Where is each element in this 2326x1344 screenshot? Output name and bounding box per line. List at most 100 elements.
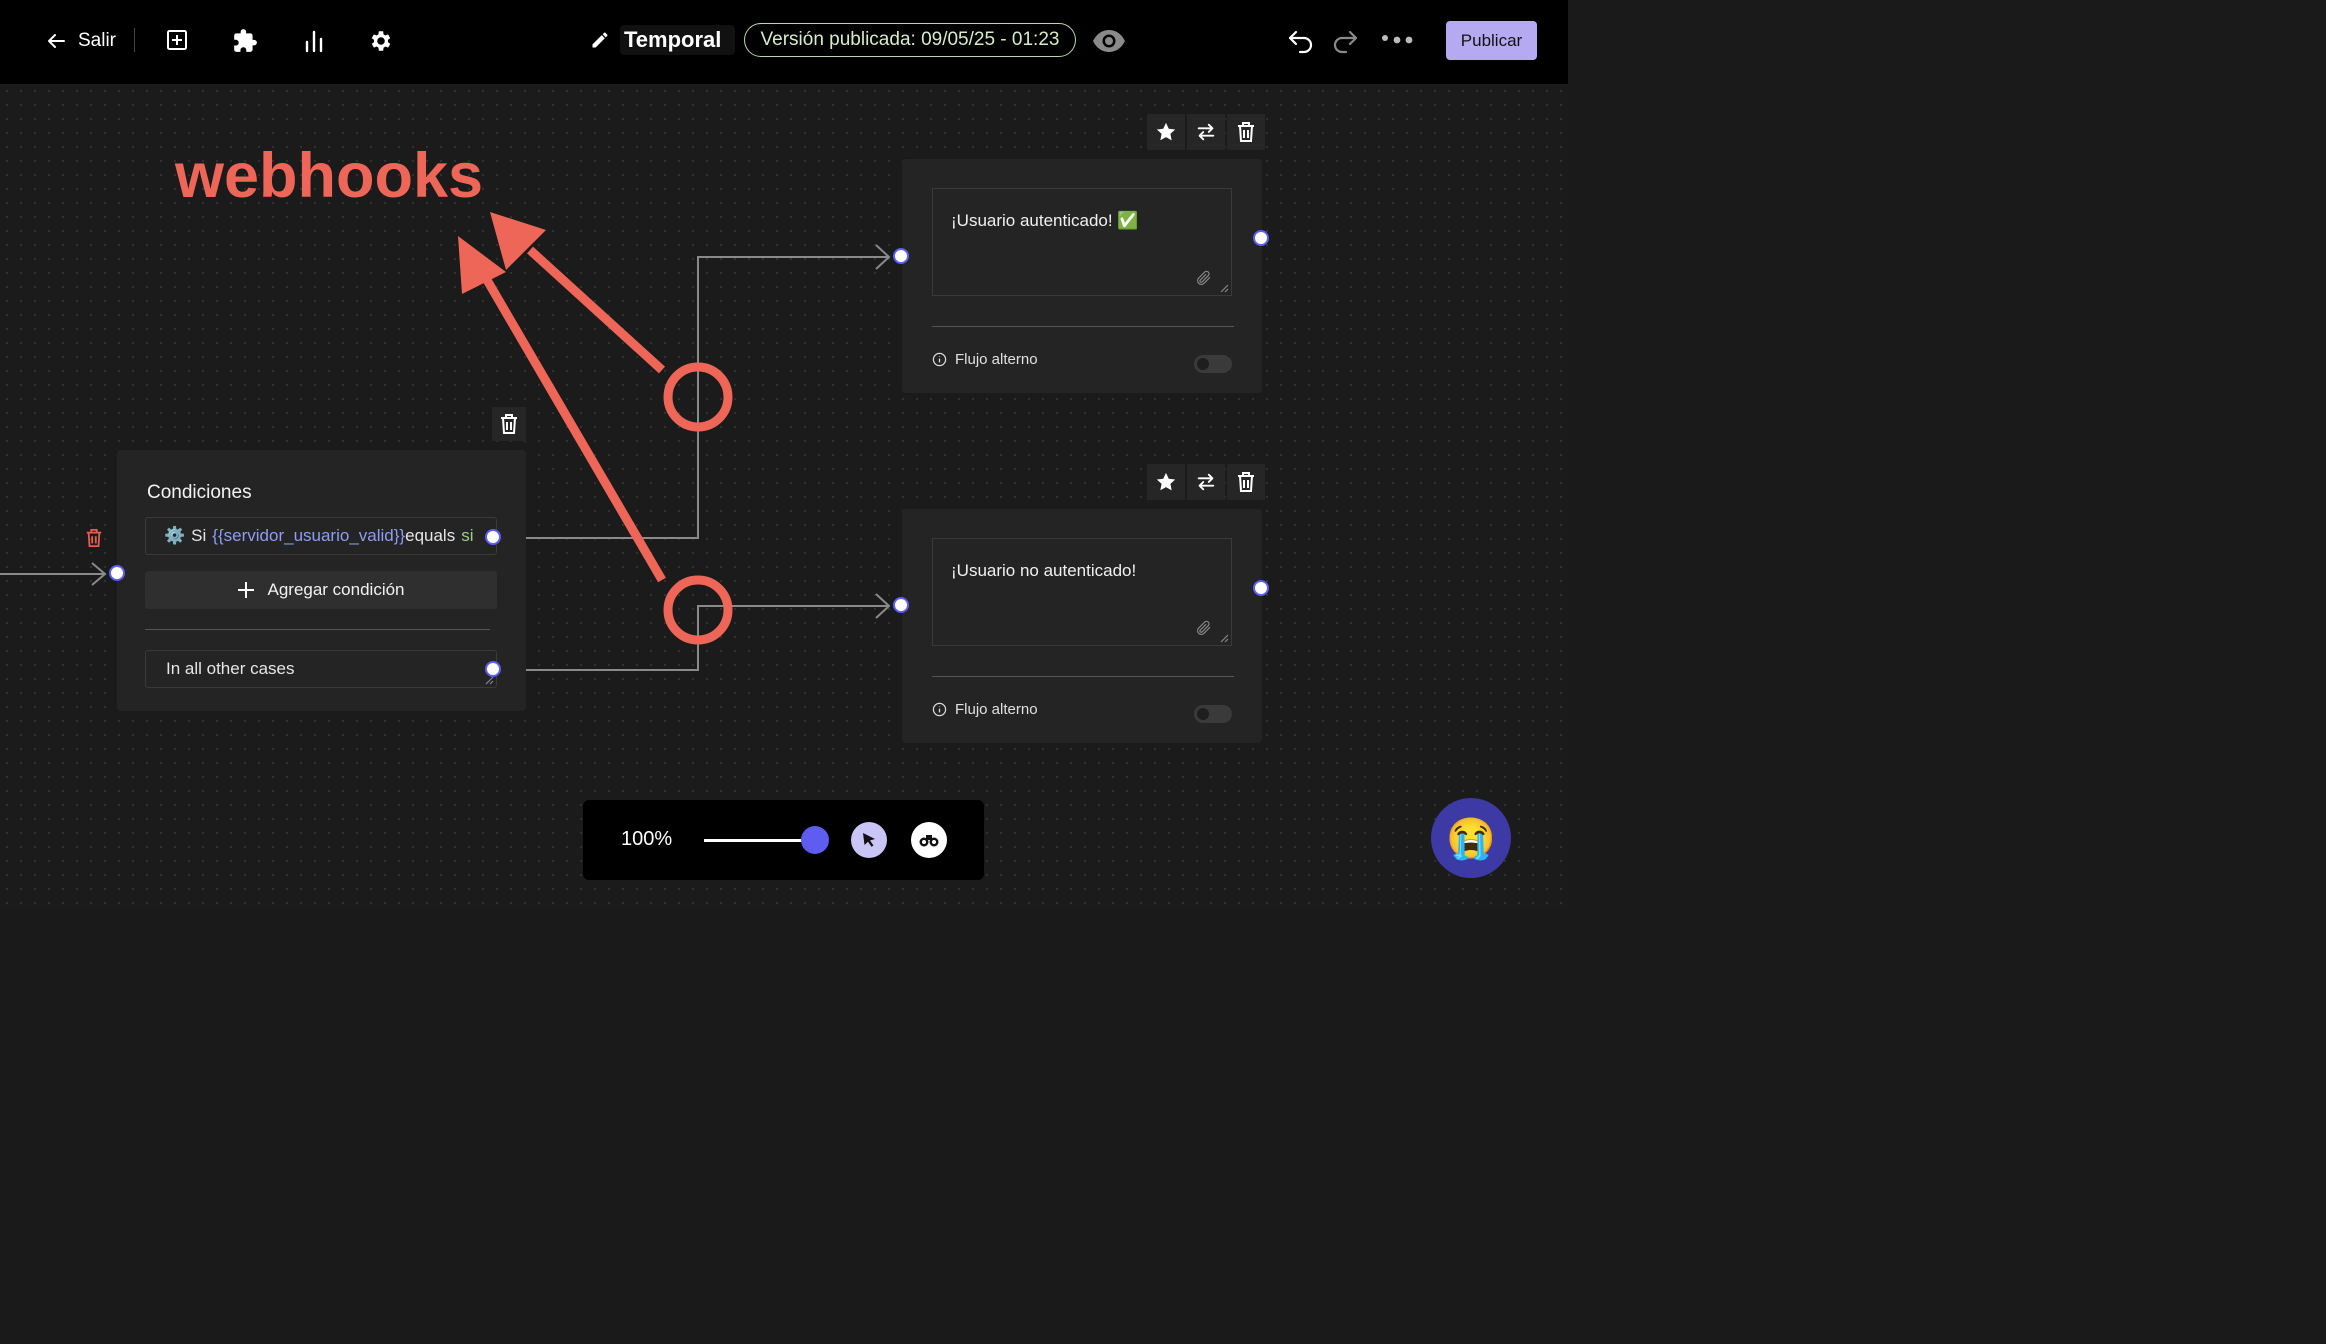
arrowhead-else [875, 593, 891, 619]
resize-handle-icon[interactable] [1219, 283, 1229, 293]
trash-icon [1238, 472, 1254, 492]
puzzle-icon [234, 29, 257, 52]
pencil-icon [592, 32, 608, 48]
condition-value: si [461, 526, 474, 545]
annotation-overlay [458, 212, 733, 645]
info-icon [932, 352, 947, 367]
resize-handle-icon[interactable] [484, 675, 494, 685]
select-tool-button[interactable] [851, 822, 887, 858]
condition-true-connection[interactable] [526, 256, 888, 539]
more-icon [1382, 35, 1413, 44]
published-version-badge: Versión publicada: 09/05/25 - 01:23 [744, 23, 1076, 57]
more-options-button[interactable] [1380, 30, 1414, 50]
star-icon [1156, 122, 1176, 141]
message-node-authenticated[interactable]: ¡Usuario autenticado! ✅ Flujo alterno [902, 159, 1262, 393]
binoculars-icon [919, 835, 939, 847]
alternate-flow-row: Flujo alterno [932, 351, 1038, 368]
alternate-flow-label: Flujo alterno [955, 701, 1038, 718]
exit-label: Salir [78, 30, 117, 51]
plus-icon [238, 582, 255, 598]
flow-canvas[interactable] [0, 84, 1568, 906]
redo-button[interactable] [1330, 27, 1360, 55]
flow-title-text: Temporal [620, 25, 736, 55]
add-condition-button[interactable]: Agregar condición [145, 571, 497, 609]
preview-button[interactable] [1092, 25, 1126, 57]
settings-button[interactable] [367, 27, 395, 55]
swap-button[interactable] [1187, 464, 1225, 500]
flow-title[interactable]: Temporal [590, 24, 736, 56]
condition-variable: {{servidor_usuario_valid}} [212, 526, 406, 545]
message-1-output-port[interactable] [1253, 230, 1269, 246]
message-node-toolbar [1147, 114, 1265, 150]
alternate-flow-toggle[interactable] [1194, 355, 1232, 373]
divider [932, 676, 1234, 677]
undo-button[interactable] [1286, 27, 1316, 55]
annotation-arrowhead [490, 212, 546, 270]
condition-output-port[interactable] [485, 529, 501, 545]
message-text: ¡Usuario no autenticado! [951, 561, 1137, 580]
zoom-slider-handle[interactable] [801, 826, 829, 854]
condition-row[interactable]: ⚙️ Si {{servidor_usuario_valid}} equals … [145, 517, 497, 555]
message-2-input-port[interactable] [893, 597, 909, 613]
redo-icon [1333, 30, 1358, 54]
help-chat-button[interactable]: 😭 [1431, 798, 1511, 878]
condition-operator: equals [405, 526, 456, 545]
eye-icon [1093, 30, 1125, 52]
conditions-input-port[interactable] [109, 565, 125, 581]
resize-handle-icon[interactable] [1219, 633, 1229, 643]
delete-conditions-node-button[interactable] [492, 407, 526, 441]
delete-condition-button[interactable] [85, 528, 103, 553]
explore-tool-button[interactable] [911, 822, 947, 858]
favorite-button[interactable] [1147, 464, 1185, 500]
message-2-output-port[interactable] [1253, 580, 1269, 596]
star-icon [1156, 472, 1176, 491]
annotation-arrowhead [458, 236, 506, 294]
alternate-flow-toggle[interactable] [1194, 705, 1232, 723]
swap-button[interactable] [1187, 114, 1225, 150]
favorite-button[interactable] [1147, 114, 1185, 150]
conditions-heading: Condiciones [147, 482, 252, 503]
add-box-icon [167, 30, 187, 50]
message-textbox[interactable]: ¡Usuario no autenticado! [932, 538, 1232, 646]
message-node-toolbar [1147, 464, 1265, 500]
message-1-input-port[interactable] [893, 248, 909, 264]
arrowhead-true [875, 244, 891, 270]
annotation-arrow-shaft [526, 246, 666, 374]
condition-prefix: Si [191, 526, 207, 545]
message-node-not-authenticated[interactable]: ¡Usuario no autenticado! Flujo alterno [902, 509, 1262, 743]
message-text: ¡Usuario autenticado! ✅ [951, 211, 1139, 230]
swap-icon [1197, 473, 1215, 491]
zoom-level: 100% [621, 828, 673, 850]
top-bar: Salir Temporal Versión publicada: 09/05/… [0, 0, 1568, 84]
exit-button[interactable]: Salir [44, 24, 116, 58]
zoom-slider-track[interactable] [704, 839, 814, 842]
divider [145, 629, 490, 630]
integrations-button[interactable] [231, 27, 259, 55]
delete-node-button[interactable] [1227, 114, 1265, 150]
annotation-circle [663, 362, 733, 432]
divider [932, 326, 1234, 327]
undo-icon [1288, 30, 1313, 54]
gear-icon [371, 31, 391, 51]
incoming-arrowhead [91, 562, 107, 586]
gear-icon: ⚙️ [164, 526, 186, 545]
zoom-controls: 100% [583, 800, 984, 880]
crying-face-icon: 😭 [1446, 816, 1496, 861]
alternate-flow-row: Flujo alterno [932, 701, 1038, 718]
back-arrow-icon [48, 34, 65, 48]
analytics-button[interactable] [300, 27, 328, 55]
delete-node-button[interactable] [1227, 464, 1265, 500]
trash-icon [86, 529, 102, 547]
alternate-flow-label: Flujo alterno [955, 351, 1038, 368]
other-cases-output-port[interactable] [485, 661, 501, 677]
trash-icon [1238, 122, 1254, 142]
other-cases-label: In all other cases [166, 659, 295, 678]
message-textbox[interactable]: ¡Usuario autenticado! ✅ [932, 188, 1232, 296]
publish-button[interactable]: Publicar [1446, 21, 1537, 60]
paperclip-icon[interactable] [1195, 269, 1213, 287]
add-block-button[interactable] [164, 27, 190, 53]
trash-icon [501, 414, 517, 434]
paperclip-icon[interactable] [1195, 619, 1213, 637]
info-icon [932, 702, 947, 717]
conditions-node[interactable]: Condiciones ⚙️ Si {{servidor_usuario_val… [117, 450, 526, 711]
